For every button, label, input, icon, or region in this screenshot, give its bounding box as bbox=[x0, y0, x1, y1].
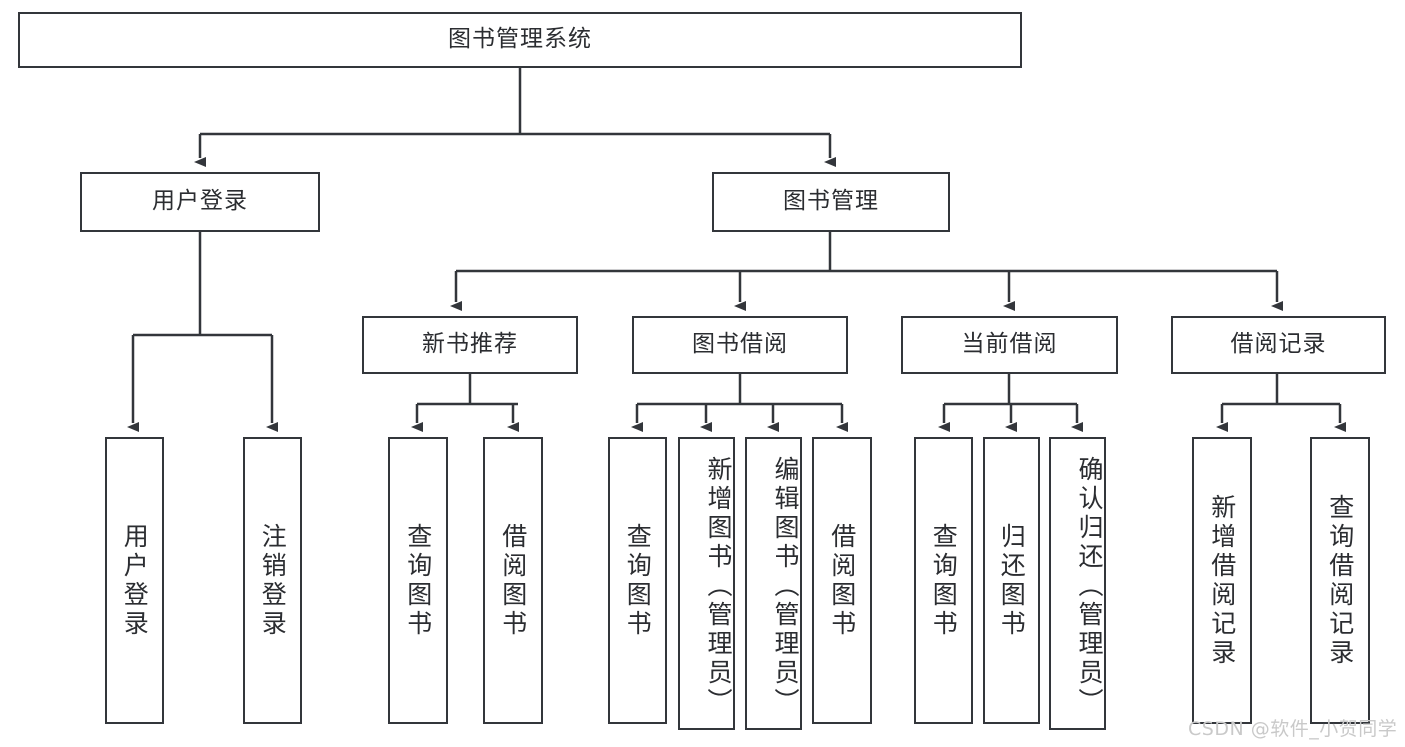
node-book-borrow[interactable]: 图书借阅 bbox=[632, 316, 848, 374]
node-current-borrow-label: 当前借阅 bbox=[961, 331, 1058, 358]
node-current-borrow[interactable]: 当前借阅 bbox=[901, 316, 1118, 374]
node-leaf-return-book-label: 归还图书 bbox=[997, 522, 1027, 639]
node-leaf-add-borrow-record[interactable]: 新增借阅记录 bbox=[1192, 437, 1252, 724]
node-book-management[interactable]: 图书管理 bbox=[712, 172, 950, 232]
node-leaf-add-book-admin[interactable]: 新增图书（管理员） bbox=[678, 437, 735, 730]
node-borrow-record[interactable]: 借阅记录 bbox=[1171, 316, 1386, 374]
node-leaf-confirm-return-admin-label: 确认归还（管理员） bbox=[1075, 456, 1104, 717]
node-user-login[interactable]: 用户登录 bbox=[80, 172, 320, 232]
node-leaf-logout-login[interactable]: 注销登录 bbox=[243, 437, 302, 724]
node-leaf-borrow-book-recommend[interactable]: 借阅图书 bbox=[483, 437, 543, 724]
node-leaf-confirm-return-admin[interactable]: 确认归还（管理员） bbox=[1049, 437, 1106, 730]
node-leaf-return-book[interactable]: 归还图书 bbox=[983, 437, 1040, 724]
node-leaf-query-book-current[interactable]: 查询图书 bbox=[914, 437, 973, 724]
node-leaf-query-book-current-label: 查询图书 bbox=[929, 522, 959, 639]
node-leaf-user-login[interactable]: 用户登录 bbox=[105, 437, 164, 724]
node-book-borrow-label: 图书借阅 bbox=[692, 331, 788, 358]
csdn-watermark: CSDN @软件_小贺同学 bbox=[1188, 718, 1398, 740]
node-borrow-record-label: 借阅记录 bbox=[1230, 331, 1327, 358]
node-leaf-user-login-label: 用户登录 bbox=[120, 522, 150, 639]
node-leaf-query-book-recommend[interactable]: 查询图书 bbox=[388, 437, 448, 724]
node-leaf-edit-book-admin-label: 编辑图书（管理员） bbox=[771, 456, 800, 717]
node-new-book-recommend-label: 新书推荐 bbox=[422, 331, 518, 358]
node-new-book-recommend[interactable]: 新书推荐 bbox=[362, 316, 578, 374]
node-leaf-query-book-recommend-label: 查询图书 bbox=[403, 522, 433, 639]
node-leaf-query-book-borrow[interactable]: 查询图书 bbox=[608, 437, 667, 724]
node-root-label: 图书管理系统 bbox=[448, 26, 592, 53]
node-leaf-logout-login-label: 注销登录 bbox=[258, 522, 288, 639]
node-leaf-edit-book-admin[interactable]: 编辑图书（管理员） bbox=[745, 437, 802, 730]
node-root[interactable]: 图书管理系统 bbox=[18, 12, 1022, 68]
node-leaf-query-book-borrow-label: 查询图书 bbox=[623, 522, 653, 639]
node-leaf-borrow-book-label: 借阅图书 bbox=[827, 522, 857, 639]
node-user-login-label: 用户登录 bbox=[152, 188, 248, 215]
node-book-management-label: 图书管理 bbox=[783, 188, 879, 215]
node-leaf-add-borrow-record-label: 新增借阅记录 bbox=[1207, 493, 1237, 668]
node-leaf-query-borrow-record[interactable]: 查询借阅记录 bbox=[1310, 437, 1370, 724]
node-leaf-add-book-admin-label: 新增图书（管理员） bbox=[704, 456, 733, 717]
node-leaf-query-borrow-record-label: 查询借阅记录 bbox=[1325, 493, 1355, 668]
node-leaf-borrow-book-recommend-label: 借阅图书 bbox=[498, 522, 528, 639]
node-leaf-borrow-book[interactable]: 借阅图书 bbox=[812, 437, 872, 724]
